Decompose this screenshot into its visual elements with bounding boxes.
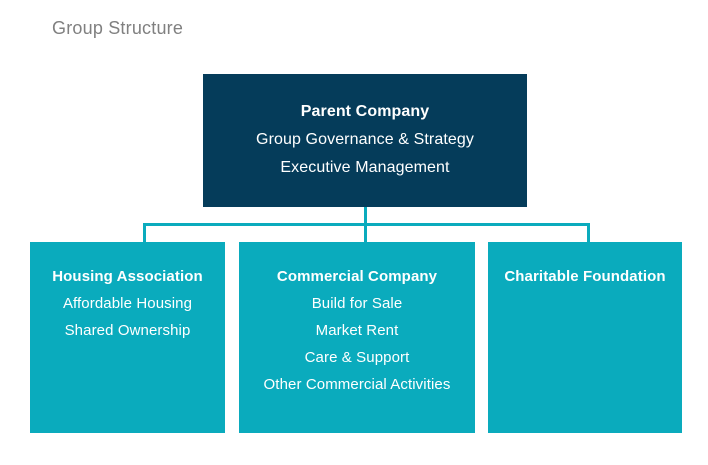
node-housing-association-line-2: Shared Ownership	[64, 322, 191, 339]
connector-drop-commercial	[364, 223, 367, 243]
node-parent-company-heading: Parent Company	[300, 103, 430, 120]
connector-parent-stem	[364, 207, 367, 225]
node-commercial-company-line-1: Build for Sale	[311, 295, 403, 312]
node-charitable-foundation-heading: Charitable Foundation	[504, 268, 666, 285]
node-parent-company-line-1: Group Governance & Strategy	[256, 131, 474, 148]
node-parent-company-line-2: Executive Management	[280, 159, 450, 176]
node-housing-association[interactable]: Housing Association Affordable Housing S…	[30, 242, 225, 433]
node-commercial-company-line-3: Care & Support	[304, 349, 410, 366]
node-housing-association-line-1: Affordable Housing	[62, 295, 193, 312]
node-commercial-company-line-2: Market Rent	[315, 322, 399, 339]
node-housing-association-heading: Housing Association	[52, 268, 203, 285]
connector-drop-housing	[143, 223, 146, 243]
node-charitable-foundation[interactable]: Charitable Foundation	[488, 242, 682, 433]
node-commercial-company-line-4: Other Commercial Activities	[263, 376, 451, 393]
node-parent-company[interactable]: Parent Company Group Governance & Strate…	[203, 74, 527, 207]
page-title: Group Structure	[52, 18, 184, 38]
connector-drop-charity	[587, 223, 590, 243]
node-commercial-company[interactable]: Commercial Company Build for Sale Market…	[239, 242, 475, 433]
node-commercial-company-heading: Commercial Company	[276, 268, 438, 285]
